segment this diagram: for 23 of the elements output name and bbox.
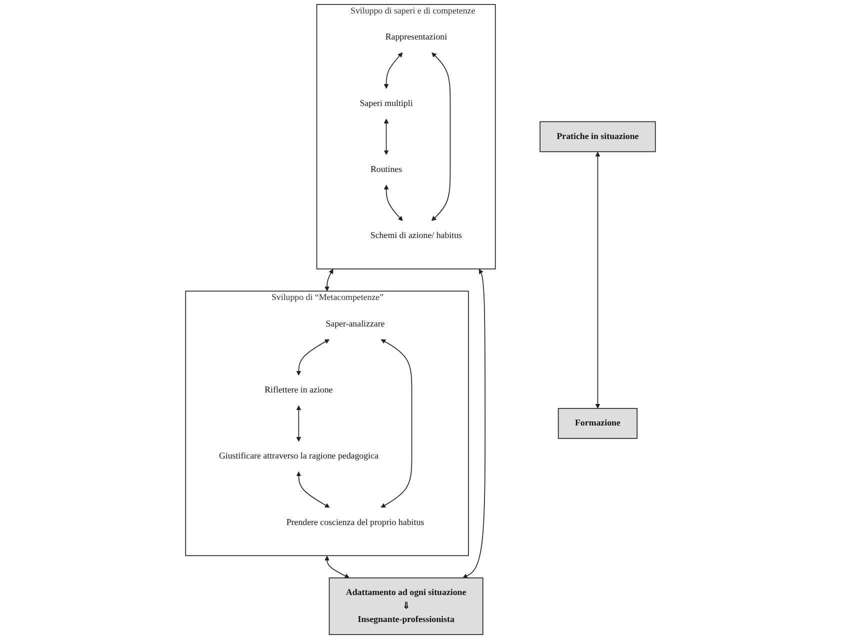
arrow	[384, 184, 403, 222]
node-text: Saper-analizzare	[326, 319, 385, 329]
arrow	[324, 268, 334, 292]
node-box: Formazione	[558, 408, 638, 439]
node-text: Routines	[370, 164, 402, 174]
arrow	[595, 152, 600, 409]
arrow	[384, 52, 403, 89]
arrow	[384, 118, 389, 155]
arrow	[296, 339, 330, 376]
node-text: Prendere coscienza del proprio habitus	[286, 518, 424, 528]
node-text: Saperi multipli	[360, 98, 413, 108]
node-text: Schemi di azione/ habitus	[370, 230, 462, 240]
node-box: Pratiche in situazione	[540, 121, 656, 152]
arrow	[380, 339, 412, 508]
arrow	[324, 556, 350, 578]
node-text: Giustificare attraverso la ragione pedagogica	[218, 451, 378, 461]
node-box: Adattamento ad ogni situazione ⇓ Insegnante-professionista	[328, 577, 484, 635]
arrow	[462, 268, 486, 578]
arrow	[431, 52, 451, 222]
node-text: Riflettere in azione	[264, 385, 333, 395]
arrow	[296, 471, 330, 508]
node-text: Rappresentazioni	[385, 32, 448, 42]
arrow	[296, 405, 302, 442]
